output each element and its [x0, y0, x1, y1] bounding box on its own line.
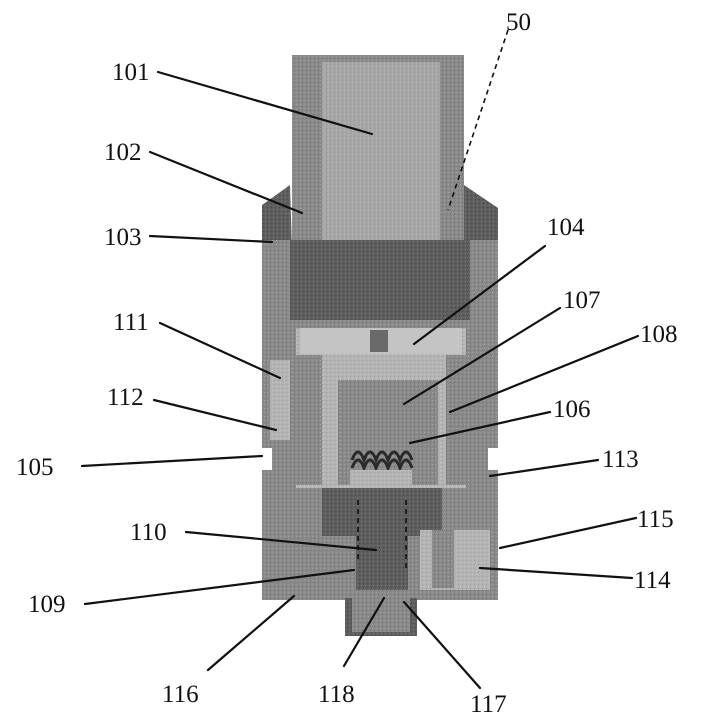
- leader-118: [342, 596, 386, 668]
- leader-107: [402, 306, 562, 406]
- label-109: 109: [28, 591, 66, 618]
- central-electrode: [356, 530, 408, 590]
- leader-111: [158, 321, 282, 380]
- leader-lines: [80, 29, 640, 690]
- base-block: [322, 488, 442, 536]
- leader-112: [152, 398, 278, 432]
- label-102: 102: [104, 139, 142, 166]
- left-side-slot: [270, 360, 290, 440]
- leader-117: [402, 600, 482, 690]
- label-118: 118: [318, 681, 355, 708]
- leader-109: [83, 568, 356, 606]
- right-inner-wall: [446, 355, 466, 485]
- left-inner-wall: [296, 355, 322, 485]
- leader-105: [80, 454, 264, 468]
- label-113: 113: [602, 446, 639, 473]
- label-101: 101: [112, 59, 150, 86]
- label-117: 117: [470, 691, 507, 718]
- label-110: 110: [130, 519, 167, 546]
- label-105: 105: [16, 454, 54, 481]
- label-116: 116: [162, 681, 199, 708]
- sleeve-notch-left: [262, 448, 272, 470]
- label-107: 107: [563, 287, 601, 314]
- right-pocket: [420, 530, 490, 590]
- chamber-plate-notch: [370, 330, 388, 352]
- label-108: 108: [640, 321, 678, 348]
- leader-102: [148, 150, 304, 215]
- inner-seal-band: [290, 240, 470, 320]
- device-body: [262, 55, 498, 636]
- label-50: 50: [506, 9, 531, 36]
- label-114: 114: [634, 567, 671, 594]
- leader-114: [478, 566, 634, 580]
- leader-103: [148, 234, 274, 244]
- leader-110: [184, 530, 378, 552]
- label-111: 111: [113, 309, 149, 336]
- reference-labels: 50 101 102 103 104 111 107 108 112 106 1…: [16, 9, 678, 718]
- label-106: 106: [553, 396, 591, 423]
- heating-coil: [350, 450, 414, 473]
- leader-106: [408, 410, 552, 445]
- leader-116: [206, 594, 296, 672]
- leader-115: [498, 516, 638, 550]
- sleeve-notch-right: [488, 448, 498, 470]
- leader-104: [412, 244, 547, 346]
- label-115: 115: [637, 506, 674, 533]
- mouthpiece-inner-channel: [322, 62, 440, 242]
- label-103: 103: [104, 224, 142, 251]
- label-104: 104: [547, 214, 585, 241]
- leader-101: [156, 70, 374, 136]
- leader-113: [488, 458, 600, 478]
- coil-base: [350, 470, 412, 492]
- right-pocket-pin: [432, 530, 454, 588]
- leader-50: [447, 29, 509, 211]
- label-112: 112: [107, 384, 144, 411]
- leader-108: [448, 334, 640, 414]
